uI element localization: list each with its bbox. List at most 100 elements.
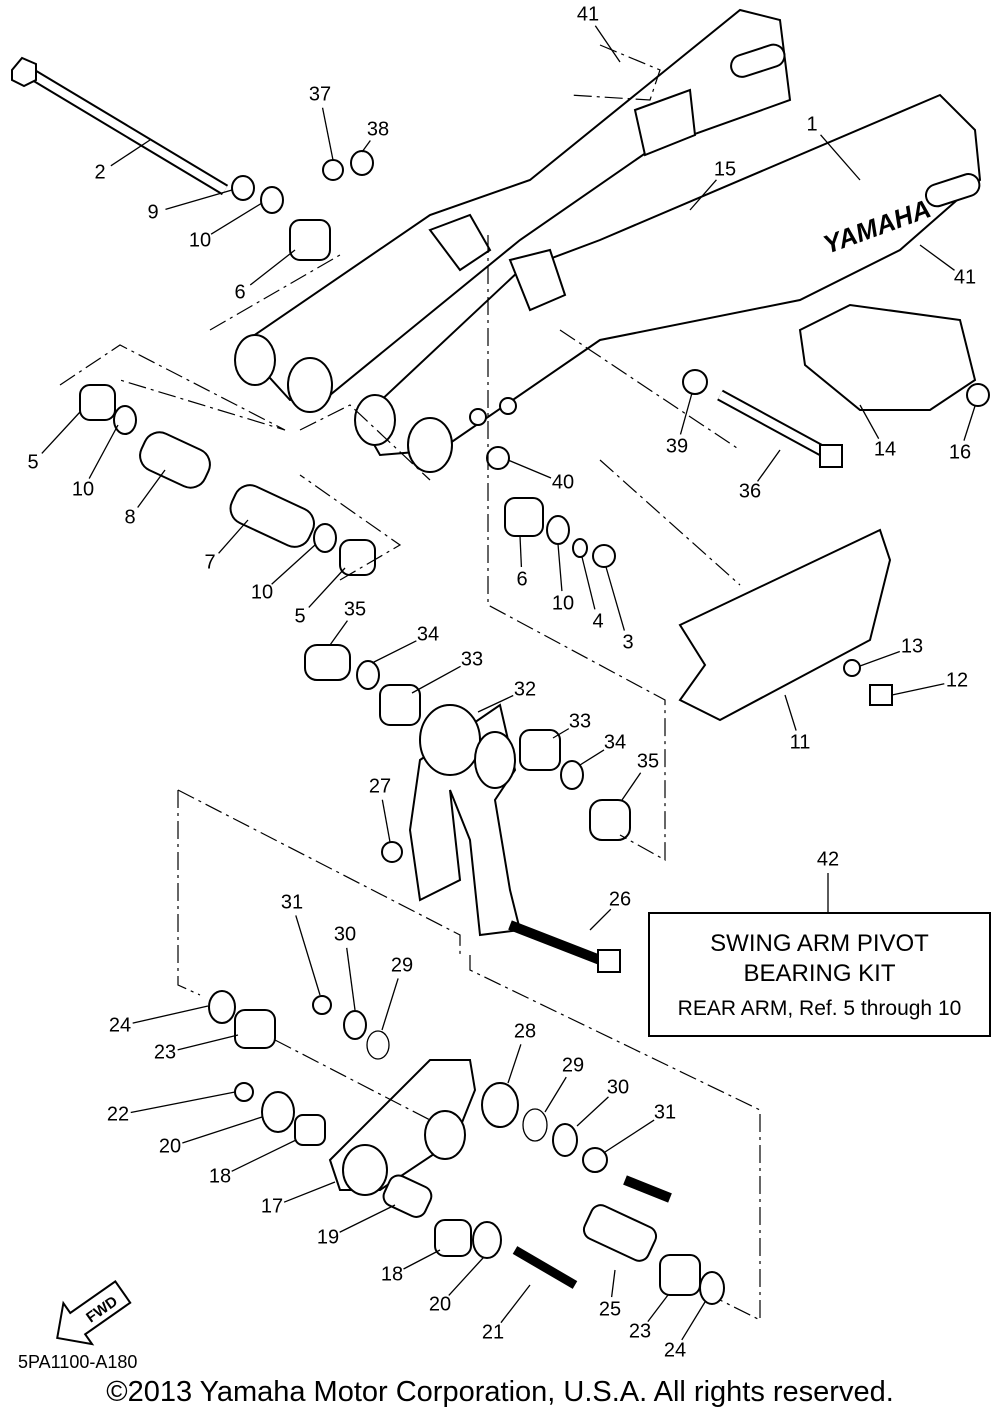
callout-number: 31 [654,1101,676,1123]
callout-16: 16 [949,405,976,463]
kit-line-2: BEARING KIT [743,960,896,987]
leader-line [271,544,316,585]
callout-35: 35 [621,750,659,801]
callout-23: 23 [629,1294,669,1342]
callout-number: 24 [109,1014,131,1036]
callout-32: 32 [477,678,536,713]
leader-line [329,620,348,646]
chain-support-11 [678,528,892,722]
callout-number: 10 [251,581,273,603]
leader-line [130,1091,236,1114]
callout-number: 34 [417,623,439,645]
leader-line [231,1139,297,1172]
callout-number: 7 [204,551,215,573]
assembly-lines [59,44,761,1321]
leader-line [610,1269,616,1298]
fwd-arrow: FWD [56,1280,132,1346]
leader-line [41,411,81,454]
callout-7: 7 [204,519,249,573]
callout-17: 17 [261,1181,336,1217]
callout-number: 34 [604,731,626,753]
leader-line [346,947,356,1011]
callout-19: 19 [317,1204,396,1248]
leader-line [679,392,693,435]
leader-line [507,1044,522,1084]
leader-line [859,650,901,667]
callout-24: 24 [109,1005,209,1036]
callout-37: 37 [309,83,334,161]
leader-line [500,1284,531,1324]
callout-5: 5 [27,411,81,473]
callout-31: 31 [281,891,321,996]
leader-line [295,915,321,996]
callout-15: 15 [689,158,736,211]
callout-number: 41 [954,266,976,288]
diagram-code: 5PA1100-A180 [18,1352,138,1372]
callout-4: 4 [581,556,604,632]
leader-line [448,1257,484,1296]
callout-11: 11 [784,694,810,753]
callout-number: 6 [234,281,245,303]
callout-number: 13 [901,635,923,657]
callout-10: 10 [189,202,263,251]
callout-number: 9 [147,201,158,223]
leader-line [605,566,626,631]
callout-number: 30 [607,1076,629,1098]
leader-line [963,405,976,441]
leader-line [132,1005,209,1024]
callout-26: 26 [589,888,631,931]
callout-number: 10 [189,229,211,251]
leader-line [381,978,399,1031]
callout-number: 23 [154,1041,176,1063]
callout-number: 23 [629,1320,651,1342]
leader-line [88,424,119,479]
callout-number: 20 [429,1293,451,1315]
callout-6: 6 [516,535,528,590]
leader-line [681,1301,706,1341]
callout-41: 41 [919,244,976,288]
callout-number: 14 [874,438,896,460]
callout-13: 13 [859,635,923,667]
kit-line-3: REAR ARM, Ref. 5 through 10 [677,997,962,1020]
leader-line [544,1076,567,1113]
callout-number: 38 [367,118,389,140]
callout-number: 27 [369,775,391,797]
callout-number: 10 [72,478,94,500]
callout-27: 27 [369,775,391,843]
callout-number: 26 [609,888,631,910]
leader-line [210,202,263,235]
callout-40: 40 [507,459,574,493]
callout-29: 29 [381,954,413,1031]
callout-number: 5 [294,605,305,627]
callout-9: 9 [147,189,233,223]
leader-line [165,189,233,210]
callout-number: 18 [209,1165,231,1187]
leader-line [177,1034,239,1051]
leader-line [891,683,945,696]
leader-line [361,140,371,153]
leader-line [321,107,334,161]
callout-20: 20 [159,1116,263,1157]
small-parts [79,150,990,1305]
leader-line [507,459,552,479]
callout-number: 2 [94,161,105,183]
callout-1: 1 [806,113,861,181]
callout-number: 35 [637,750,659,772]
callout-number: 36 [739,480,761,502]
callout-number: 28 [514,1020,536,1042]
callout-number: 39 [666,435,688,457]
callout-number: 29 [562,1054,584,1076]
callout-36: 36 [739,449,781,502]
leader-line [859,404,880,439]
leader-line [579,749,605,766]
leader-line [604,1119,655,1153]
callout-35: 35 [329,598,366,646]
callout-33: 33 [552,710,591,739]
callout-28: 28 [507,1020,536,1084]
callout-number: 20 [159,1135,181,1157]
callout-number: 12 [946,669,968,691]
leader-line [182,1116,263,1144]
callout-number: 18 [381,1263,403,1285]
